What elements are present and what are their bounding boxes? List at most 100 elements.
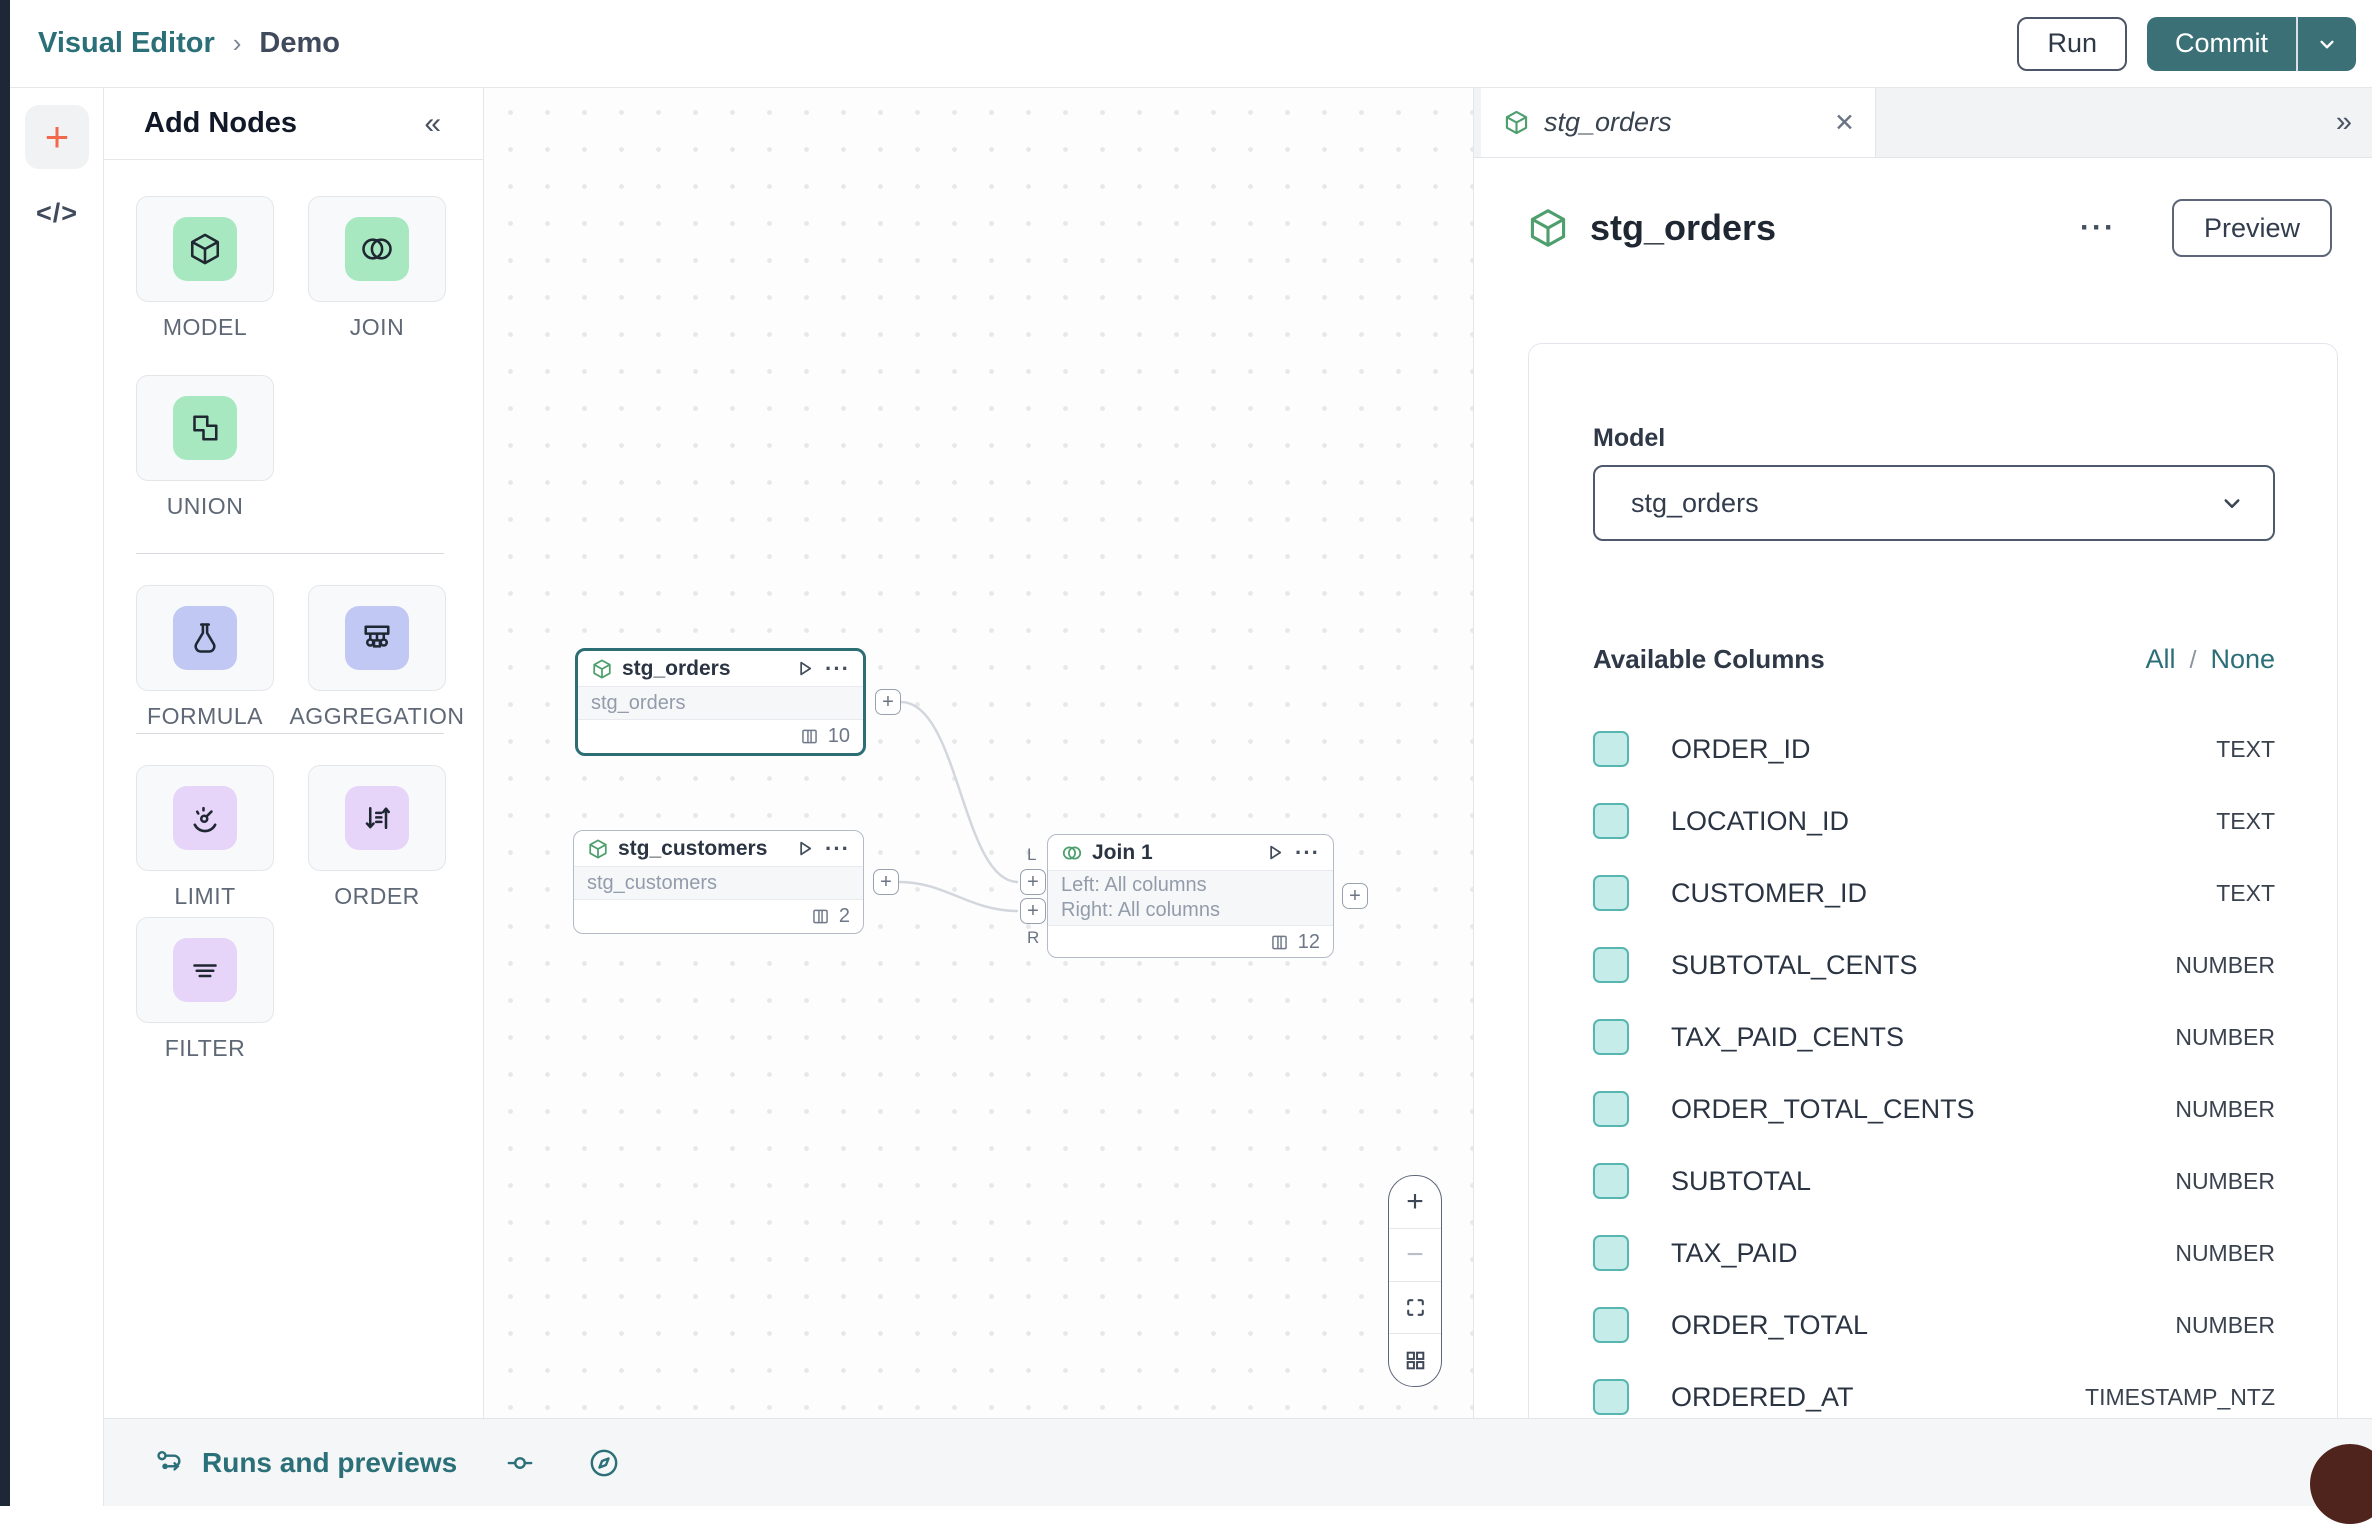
expand-panel-icon[interactable]: » [2335, 106, 2352, 138]
explore-button[interactable] [587, 1446, 621, 1480]
close-tab-icon[interactable]: ✕ [1834, 108, 1855, 137]
join-left-port-label: L [1027, 845, 1037, 864]
zoom-in-button[interactable]: + [1389, 1176, 1441, 1229]
palette-label-limit: LIMIT [174, 883, 236, 909]
column-name: TAX_PAID [1671, 1237, 1798, 1268]
column-row: TAX_PAID NUMBER [1593, 1217, 2275, 1289]
auto-layout-button[interactable] [1389, 1334, 1441, 1386]
model-field-label: Model [1593, 424, 1666, 452]
column-checkbox[interactable] [1593, 1163, 1629, 1199]
play-icon[interactable] [793, 837, 816, 860]
column-checkbox[interactable] [1593, 1379, 1629, 1415]
commit-split-button: Commit [2147, 16, 2356, 71]
tab-stg-orders[interactable]: stg_orders ✕ [1481, 88, 1876, 157]
node-join-1[interactable]: Join 1 ··· Left: All columns Right: All … [1047, 834, 1334, 958]
columns-icon [1271, 935, 1287, 950]
palette-tile-union[interactable] [136, 375, 274, 481]
column-type: NUMBER [2175, 1167, 2275, 1194]
column-type: TEXT [2216, 879, 2275, 906]
column-name: ORDER_TOTAL_CENTS [1671, 1093, 1975, 1124]
palette-tile-model[interactable] [136, 196, 274, 302]
node-details-panel: stg_orders ✕ » stg_orders ··· Preview Mo… [1474, 88, 2372, 1453]
fit-view-button[interactable] [1389, 1282, 1441, 1335]
palette-divider [136, 553, 444, 554]
panel-tab-bar: stg_orders ✕ » [1474, 88, 2372, 158]
node-header: stg_orders ··· [578, 651, 863, 686]
model-config-card: Model stg_orders Available Columns All /… [1528, 343, 2338, 1453]
add-nodes-header: Add Nodes « [104, 88, 483, 160]
preview-button[interactable]: Preview [2171, 199, 2332, 257]
join-left-line: Left: All columns [1061, 874, 1207, 896]
commit-button[interactable]: Commit [2147, 16, 2298, 71]
chevron-down-icon [2320, 40, 2334, 48]
column-name: SUBTOTAL [1671, 1165, 1812, 1196]
column-checkbox[interactable] [1593, 1307, 1629, 1343]
git-commit-icon [507, 1456, 533, 1469]
zoom-out-button[interactable]: − [1389, 1229, 1441, 1282]
column-row: SUBTOTAL NUMBER [1593, 1145, 2275, 1217]
join-output-handle[interactable]: + [1342, 883, 1368, 909]
column-checkbox[interactable] [1593, 1091, 1629, 1127]
panel-menu-icon[interactable]: ··· [2079, 211, 2116, 244]
join-circles-icon [1062, 845, 1082, 860]
node-output-handle[interactable]: + [875, 689, 901, 715]
node-title: stg_orders [622, 656, 731, 680]
palette-tile-formula[interactable] [136, 585, 274, 691]
breadcrumb-separator-icon: › [232, 28, 242, 58]
node-output-handle[interactable]: + [873, 869, 899, 895]
node-menu-icon[interactable]: ··· [825, 655, 850, 681]
canvas-zoom-controls: + − [1388, 1175, 1442, 1387]
node-menu-icon[interactable]: ··· [825, 835, 850, 861]
columns-icon [801, 729, 817, 744]
join-left-input-handle[interactable]: + [1020, 869, 1046, 895]
play-icon[interactable] [793, 657, 816, 680]
column-type: NUMBER [2175, 1023, 2275, 1050]
column-checkbox[interactable] [1593, 1235, 1629, 1271]
column-row: LOCATION_ID TEXT [1593, 785, 2275, 857]
palette-tile-join[interactable] [308, 196, 446, 302]
node-menu-icon[interactable]: ··· [1295, 839, 1320, 865]
column-row: ORDER_ID TEXT [1593, 713, 2275, 785]
column-type: TIMESTAMP_NTZ [2085, 1383, 2275, 1410]
node-column-count: 2 [838, 905, 850, 927]
node-stg-orders[interactable]: stg_orders ··· stg_orders 10 [575, 648, 866, 756]
select-links-separator: / [2189, 646, 2197, 674]
palette-tile-limit[interactable] [136, 765, 274, 871]
node-stg-customers[interactable]: stg_customers ··· stg_customers 2 [573, 830, 864, 934]
column-checkbox[interactable] [1593, 731, 1629, 767]
palette-label-aggregation: AGGREGATION [289, 703, 465, 729]
select-all-link[interactable]: All [2145, 644, 2176, 674]
column-checkbox[interactable] [1593, 1019, 1629, 1055]
run-button[interactable]: Run [2017, 16, 2127, 71]
breadcrumb-visual-editor[interactable]: Visual Editor [38, 27, 215, 59]
column-checkbox[interactable] [1593, 947, 1629, 983]
node-title: stg_customers [618, 836, 768, 860]
available-columns-header: Available Columns All / None [1593, 644, 2275, 675]
model-select-value: stg_orders [1631, 487, 1759, 518]
node-column-count: 12 [1297, 931, 1320, 953]
palette-label-union: UNION [166, 493, 244, 519]
column-checkbox[interactable] [1593, 875, 1629, 911]
collapsed-dark-sidebar [0, 0, 10, 1506]
play-icon[interactable] [1263, 841, 1286, 864]
column-name: SUBTOTAL_CENTS [1671, 949, 1918, 980]
dag-canvas[interactable]: stg_orders ··· stg_orders 10 + stg_custo… [484, 88, 1474, 1418]
collapse-panel-icon[interactable]: « [424, 106, 441, 140]
column-checkbox[interactable] [1593, 803, 1629, 839]
palette-label-join: JOIN [349, 314, 405, 340]
palette-tile-aggregation[interactable] [308, 585, 446, 691]
commit-dropdown-button[interactable] [2298, 16, 2356, 71]
commit-node-button[interactable] [505, 1448, 535, 1478]
join-right-input-handle[interactable]: + [1020, 898, 1046, 924]
select-none-link[interactable]: None [2210, 644, 2275, 674]
add-nodes-panel: Add Nodes « MODEL JOIN UNION FORMULA AGG… [104, 88, 484, 1418]
palette-tile-filter[interactable] [136, 917, 274, 1023]
join-right-line: Right: All columns [1061, 899, 1220, 921]
code-view-button[interactable]: </> [35, 197, 79, 228]
filter-icon [173, 938, 237, 1002]
add-node-button[interactable]: + [25, 105, 89, 169]
palette-tile-order[interactable] [308, 765, 446, 871]
runs-and-previews-toggle[interactable]: Runs and previews [154, 1447, 505, 1479]
compass-icon [590, 1449, 618, 1476]
model-select[interactable]: stg_orders [1593, 465, 2275, 541]
